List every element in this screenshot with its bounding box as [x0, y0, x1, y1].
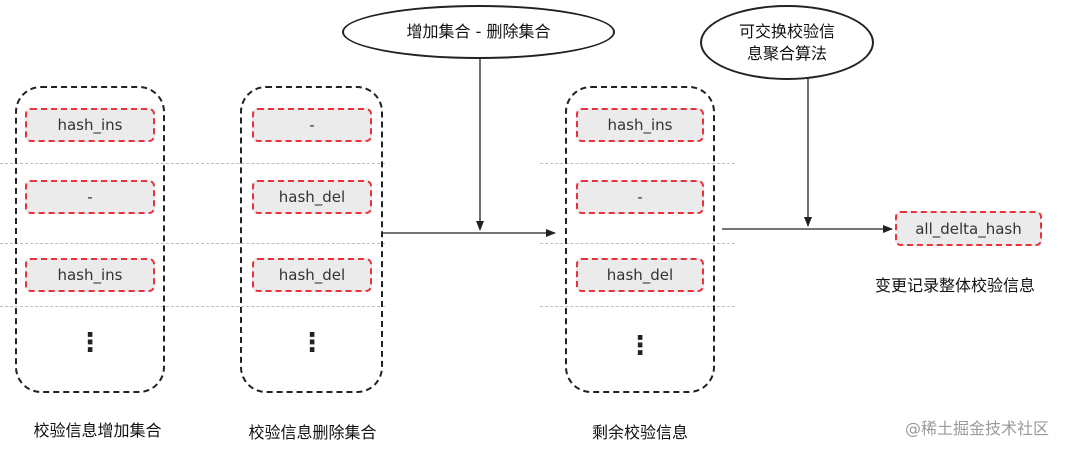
row-divider [0, 163, 385, 164]
row-divider [0, 243, 385, 244]
row-divider [540, 243, 735, 244]
remaining-set-frame [565, 86, 715, 393]
row-divider [0, 306, 385, 307]
delete-set-frame [240, 86, 383, 393]
remaining-item: hash_del [576, 258, 704, 292]
insert-item: hash_ins [25, 108, 155, 142]
insert-ellipsis: ⋮ [77, 328, 103, 358]
delete-item: - [252, 108, 372, 142]
watermark: @稀土掘金技术社区 [905, 419, 1050, 438]
insert-item: hash_ins [25, 258, 155, 292]
insert-item: - [25, 180, 155, 214]
aggregate-algorithm-op: 可交换校验信 息聚合算法 [700, 5, 874, 80]
delete-set-caption: 校验信息删除集合 [248, 423, 377, 442]
delete-item: hash_del [252, 258, 372, 292]
delete-item: hash_del [252, 180, 372, 214]
set-difference-op: 增加集合 - 删除集合 [342, 5, 615, 59]
insert-set-frame [15, 86, 165, 393]
remaining-item: hash_ins [576, 108, 704, 142]
result-caption: 变更记录整体校验信息 [874, 276, 1035, 295]
row-divider [540, 163, 735, 164]
row-divider [540, 306, 735, 307]
remaining-set-caption: 剩余校验信息 [591, 423, 688, 442]
aggregate-algorithm-label: 可交换校验信 息聚合算法 [738, 21, 835, 63]
remaining-item: - [576, 180, 704, 214]
set-difference-label: 增加集合 - 删除集合 [406, 22, 551, 41]
insert-set-caption: 校验信息增加集合 [33, 421, 162, 440]
remaining-ellipsis: ⋮ [627, 331, 653, 361]
result-value: all_delta_hash [895, 211, 1042, 246]
delete-ellipsis: ⋮ [299, 328, 325, 358]
